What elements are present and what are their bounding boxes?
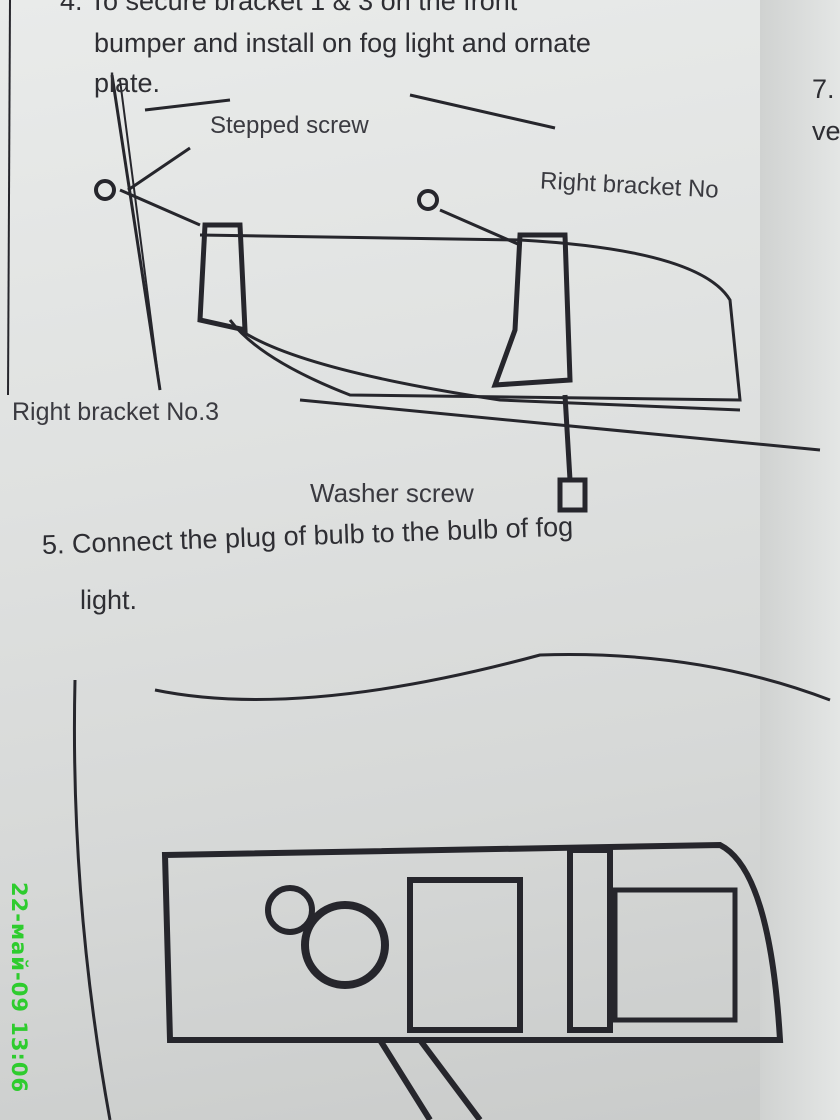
step4-line3: plate. bbox=[94, 68, 161, 98]
step4-line1: 4. To secure bracket 1 & 3 on the front bbox=[60, 0, 518, 16]
label-right-bracket-no3: Right bracket No.3 bbox=[12, 398, 220, 426]
adjacent-page bbox=[760, 0, 840, 1120]
label-stepped-screw: Stepped screw bbox=[210, 112, 369, 139]
diagram-fog-light bbox=[72, 653, 831, 1120]
next-page-fragment: ve bbox=[812, 116, 840, 146]
camera-timestamp: 22-май-09 13:06 bbox=[4, 880, 34, 1120]
diagram-bracket-install bbox=[7, 0, 821, 513]
timestamp-text: 22-май-09 13:06 bbox=[7, 882, 31, 1094]
next-page-number: 7. bbox=[812, 74, 835, 104]
label-washer-screw: Washer screw bbox=[310, 478, 474, 508]
step4-line2: bumper and install on fog light and orna… bbox=[94, 28, 591, 58]
step5-line2: light. bbox=[80, 585, 138, 615]
